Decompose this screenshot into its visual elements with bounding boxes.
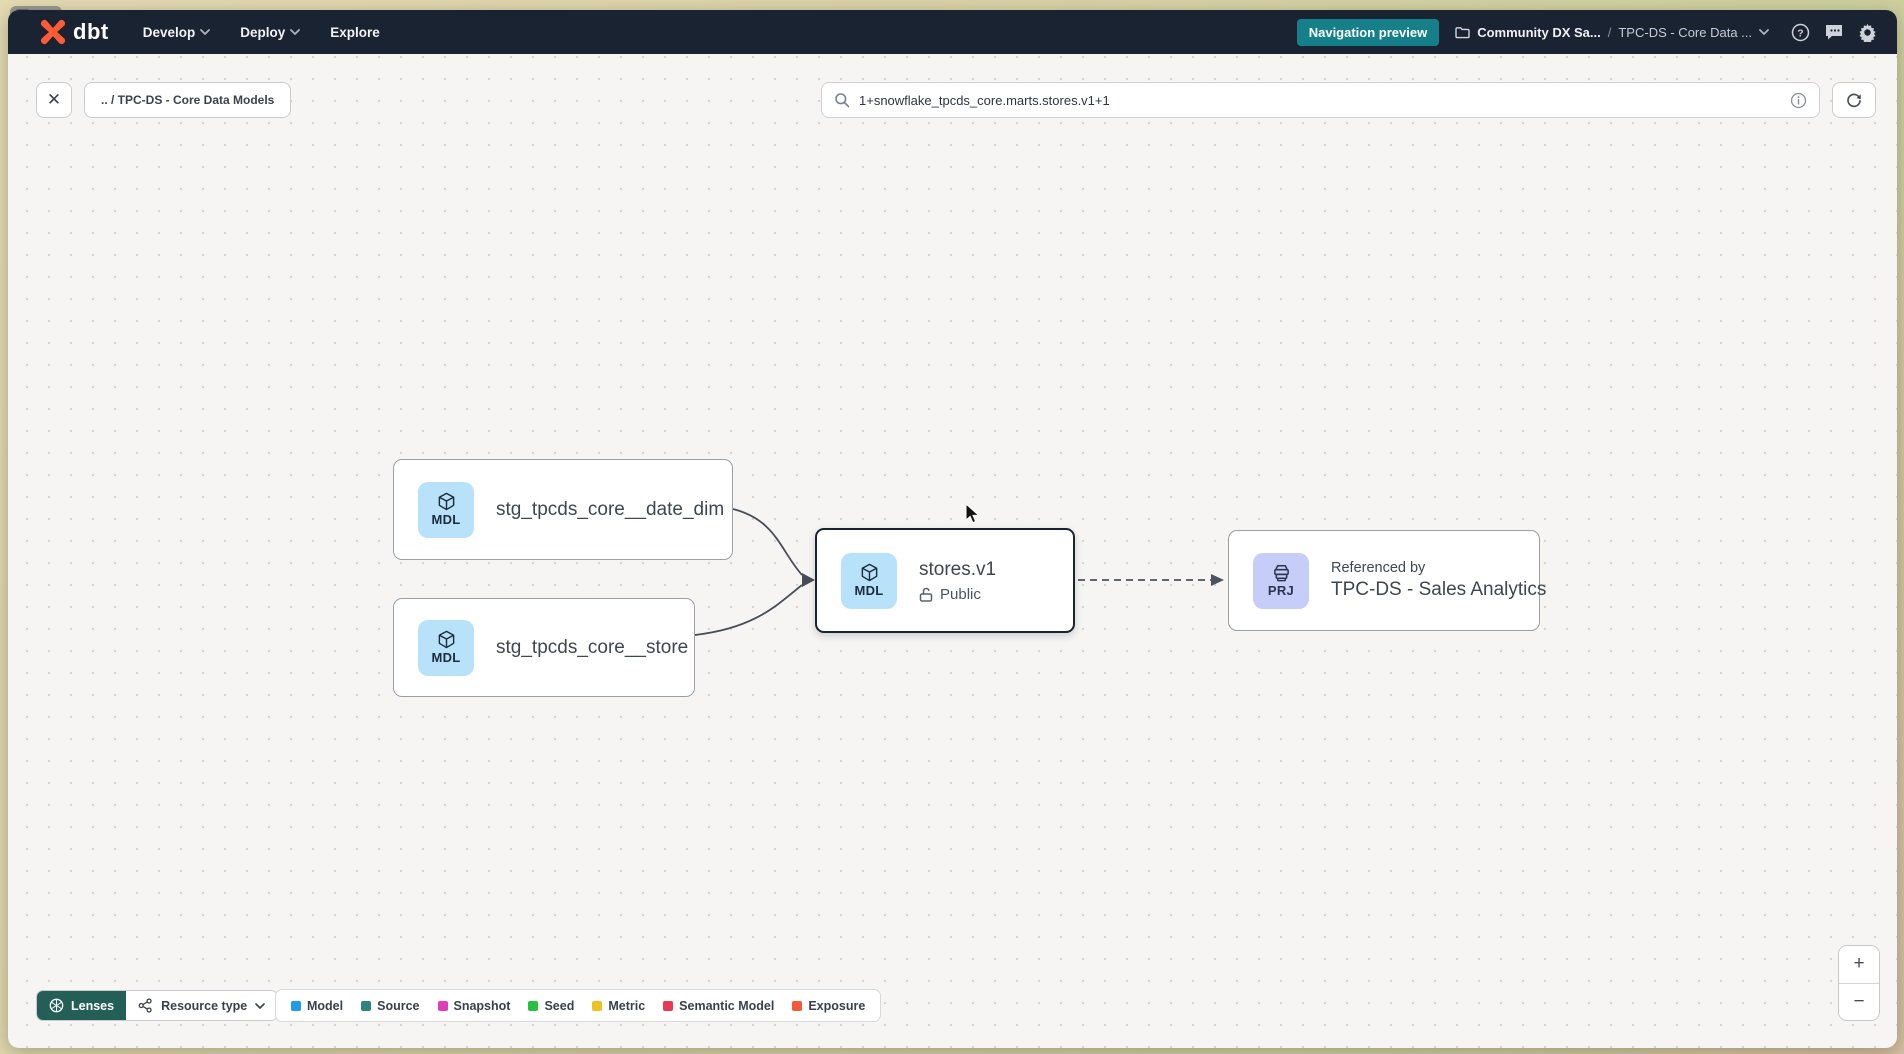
legend-label: Source bbox=[377, 998, 420, 1013]
gear-icon[interactable] bbox=[1858, 23, 1877, 42]
legend-item-metric: Metric bbox=[592, 999, 645, 1013]
dbt-logo[interactable]: dbt bbox=[40, 19, 109, 45]
model-badge: MDL bbox=[841, 552, 897, 609]
lineage-breadcrumb-chip[interactable]: .. / TPC-DS - Core Data Models bbox=[84, 82, 292, 118]
chevron-down-icon bbox=[255, 1002, 266, 1009]
node-label: TPC-DS - Sales Analytics bbox=[1331, 579, 1547, 600]
breadcrumb-project: Community DX Sa... bbox=[1477, 24, 1601, 40]
legend-item-snapshot: Snapshot bbox=[437, 998, 511, 1013]
logo-text: dbt bbox=[73, 19, 109, 44]
breadcrumb[interactable]: Community DX Sa... / TPC-DS - Core Data … bbox=[1455, 25, 1769, 40]
chevron-down-icon bbox=[1759, 29, 1769, 35]
legend-swatch bbox=[663, 1000, 674, 1011]
navbar-right: Navigation preview Community DX Sa... / … bbox=[1296, 18, 1877, 46]
close-icon: ✕ bbox=[46, 90, 62, 109]
node-subtitle: Referenced by bbox=[1331, 560, 1426, 576]
main-menu: Develop Deploy Explore bbox=[143, 25, 380, 40]
model-badge: MDL bbox=[418, 481, 474, 538]
menu-develop-label: Develop bbox=[142, 24, 196, 40]
menu-explore[interactable]: Explore bbox=[330, 25, 380, 40]
node-stg-tpcds-core-date-dim[interactable]: MDL stg_tpcds_core__date_dim bbox=[393, 459, 733, 560]
refresh-icon bbox=[1847, 93, 1861, 108]
zoom-in-button[interactable]: + bbox=[1839, 946, 1879, 984]
access-row: Public bbox=[919, 586, 996, 603]
badge-label: PRJ bbox=[1267, 582, 1295, 598]
legend-item-source: Source bbox=[361, 998, 420, 1013]
node-text-block: Referenced by TPC-DS - Sales Analytics bbox=[1331, 560, 1546, 601]
navbar-icon-group: ? bbox=[1791, 23, 1877, 42]
badge-label: MDL bbox=[431, 512, 461, 527]
badge-label: MDL bbox=[854, 583, 884, 598]
breadcrumb-separator: / bbox=[1607, 24, 1612, 40]
lens-icon bbox=[49, 998, 64, 1013]
chevron-down-icon bbox=[200, 29, 211, 35]
help-icon[interactable]: ? bbox=[1791, 23, 1810, 42]
legend-swatch bbox=[437, 1000, 448, 1011]
menu-deploy-label: Deploy bbox=[240, 24, 286, 40]
folder-icon bbox=[1455, 26, 1470, 38]
app-window: dbt Develop Deploy Explore Navigation pr… bbox=[8, 10, 1897, 1048]
project-badge: PRJ bbox=[1253, 552, 1309, 609]
svg-text:?: ? bbox=[1797, 28, 1803, 39]
node-text-block: stores.v1 Public bbox=[919, 559, 996, 603]
cube-icon bbox=[438, 492, 454, 511]
close-button[interactable]: ✕ bbox=[36, 82, 72, 118]
node-referenced-project[interactable]: PRJ Referenced by TPC-DS - Sales Analyti… bbox=[1228, 530, 1546, 631]
legend-swatch bbox=[792, 1000, 803, 1011]
lenses-label: Lenses bbox=[71, 998, 115, 1013]
feedback-icon[interactable] bbox=[1824, 23, 1844, 41]
legend-label: Exposure bbox=[808, 998, 866, 1013]
model-badge: MDL bbox=[418, 619, 474, 676]
lock-open-icon bbox=[919, 587, 933, 602]
dbt-logo-icon bbox=[40, 19, 66, 45]
legend-swatch bbox=[592, 1000, 603, 1011]
resource-type-legend: Model Source Snapshot Seed Metric Semant… bbox=[275, 989, 882, 1022]
refresh-button[interactable] bbox=[1832, 82, 1876, 118]
legend-label: Seed bbox=[544, 998, 575, 1013]
node-stores-v1[interactable]: MDL stores.v1 Public bbox=[815, 528, 1075, 633]
search-input[interactable] bbox=[859, 92, 1781, 108]
resource-type-label: Resource type bbox=[161, 998, 248, 1013]
zoom-out-button[interactable]: − bbox=[1839, 983, 1879, 1020]
lenses-button[interactable]: Lenses bbox=[37, 991, 127, 1020]
resource-type-dropdown[interactable]: Resource type bbox=[126, 991, 278, 1020]
access-label: Public bbox=[940, 585, 981, 603]
node-label: stg_tpcds_core__store bbox=[496, 636, 689, 658]
chevron-down-icon bbox=[290, 29, 301, 35]
menu-explore-label: Explore bbox=[330, 24, 380, 40]
legend-item-model: Model bbox=[291, 999, 343, 1013]
navigation-preview-badge[interactable]: Navigation preview bbox=[1296, 18, 1440, 46]
legend-swatch bbox=[361, 1000, 372, 1011]
legend-swatch bbox=[528, 1000, 539, 1011]
legend-label: Snapshot bbox=[453, 998, 511, 1013]
node-stg-tpcds-core-store[interactable]: MDL stg_tpcds_core__store bbox=[393, 598, 695, 697]
legend-label: Metric bbox=[608, 998, 646, 1013]
lens-controls: Lenses Resource type bbox=[36, 990, 279, 1021]
top-navbar: dbt Develop Deploy Explore Navigation pr… bbox=[8, 10, 1897, 54]
project-icon bbox=[1273, 564, 1289, 581]
legend-item-semantic-model: Semantic Model bbox=[663, 999, 774, 1013]
legend-label: Semantic Model bbox=[679, 998, 775, 1013]
info-icon[interactable] bbox=[1790, 92, 1807, 109]
legend-item-exposure: Exposure bbox=[792, 999, 865, 1013]
cube-icon bbox=[438, 630, 454, 649]
breadcrumb-page: TPC-DS - Core Data ... bbox=[1618, 24, 1752, 40]
menu-deploy[interactable]: Deploy bbox=[240, 24, 301, 40]
cube-icon bbox=[861, 563, 877, 582]
zoom-controls: + − bbox=[1838, 945, 1880, 1021]
legend-label: Model bbox=[307, 998, 344, 1013]
legend-item-seed: Seed bbox=[528, 999, 574, 1013]
lineage-search-bar bbox=[821, 82, 1820, 118]
node-label: stg_tpcds_core__date_dim bbox=[496, 498, 725, 520]
legend-swatch bbox=[291, 1000, 301, 1011]
resource-type-icon bbox=[138, 998, 152, 1013]
menu-develop[interactable]: Develop bbox=[143, 25, 211, 40]
badge-label: MDL bbox=[431, 650, 461, 665]
search-icon bbox=[835, 93, 850, 108]
node-label: stores.v1 bbox=[919, 558, 997, 580]
